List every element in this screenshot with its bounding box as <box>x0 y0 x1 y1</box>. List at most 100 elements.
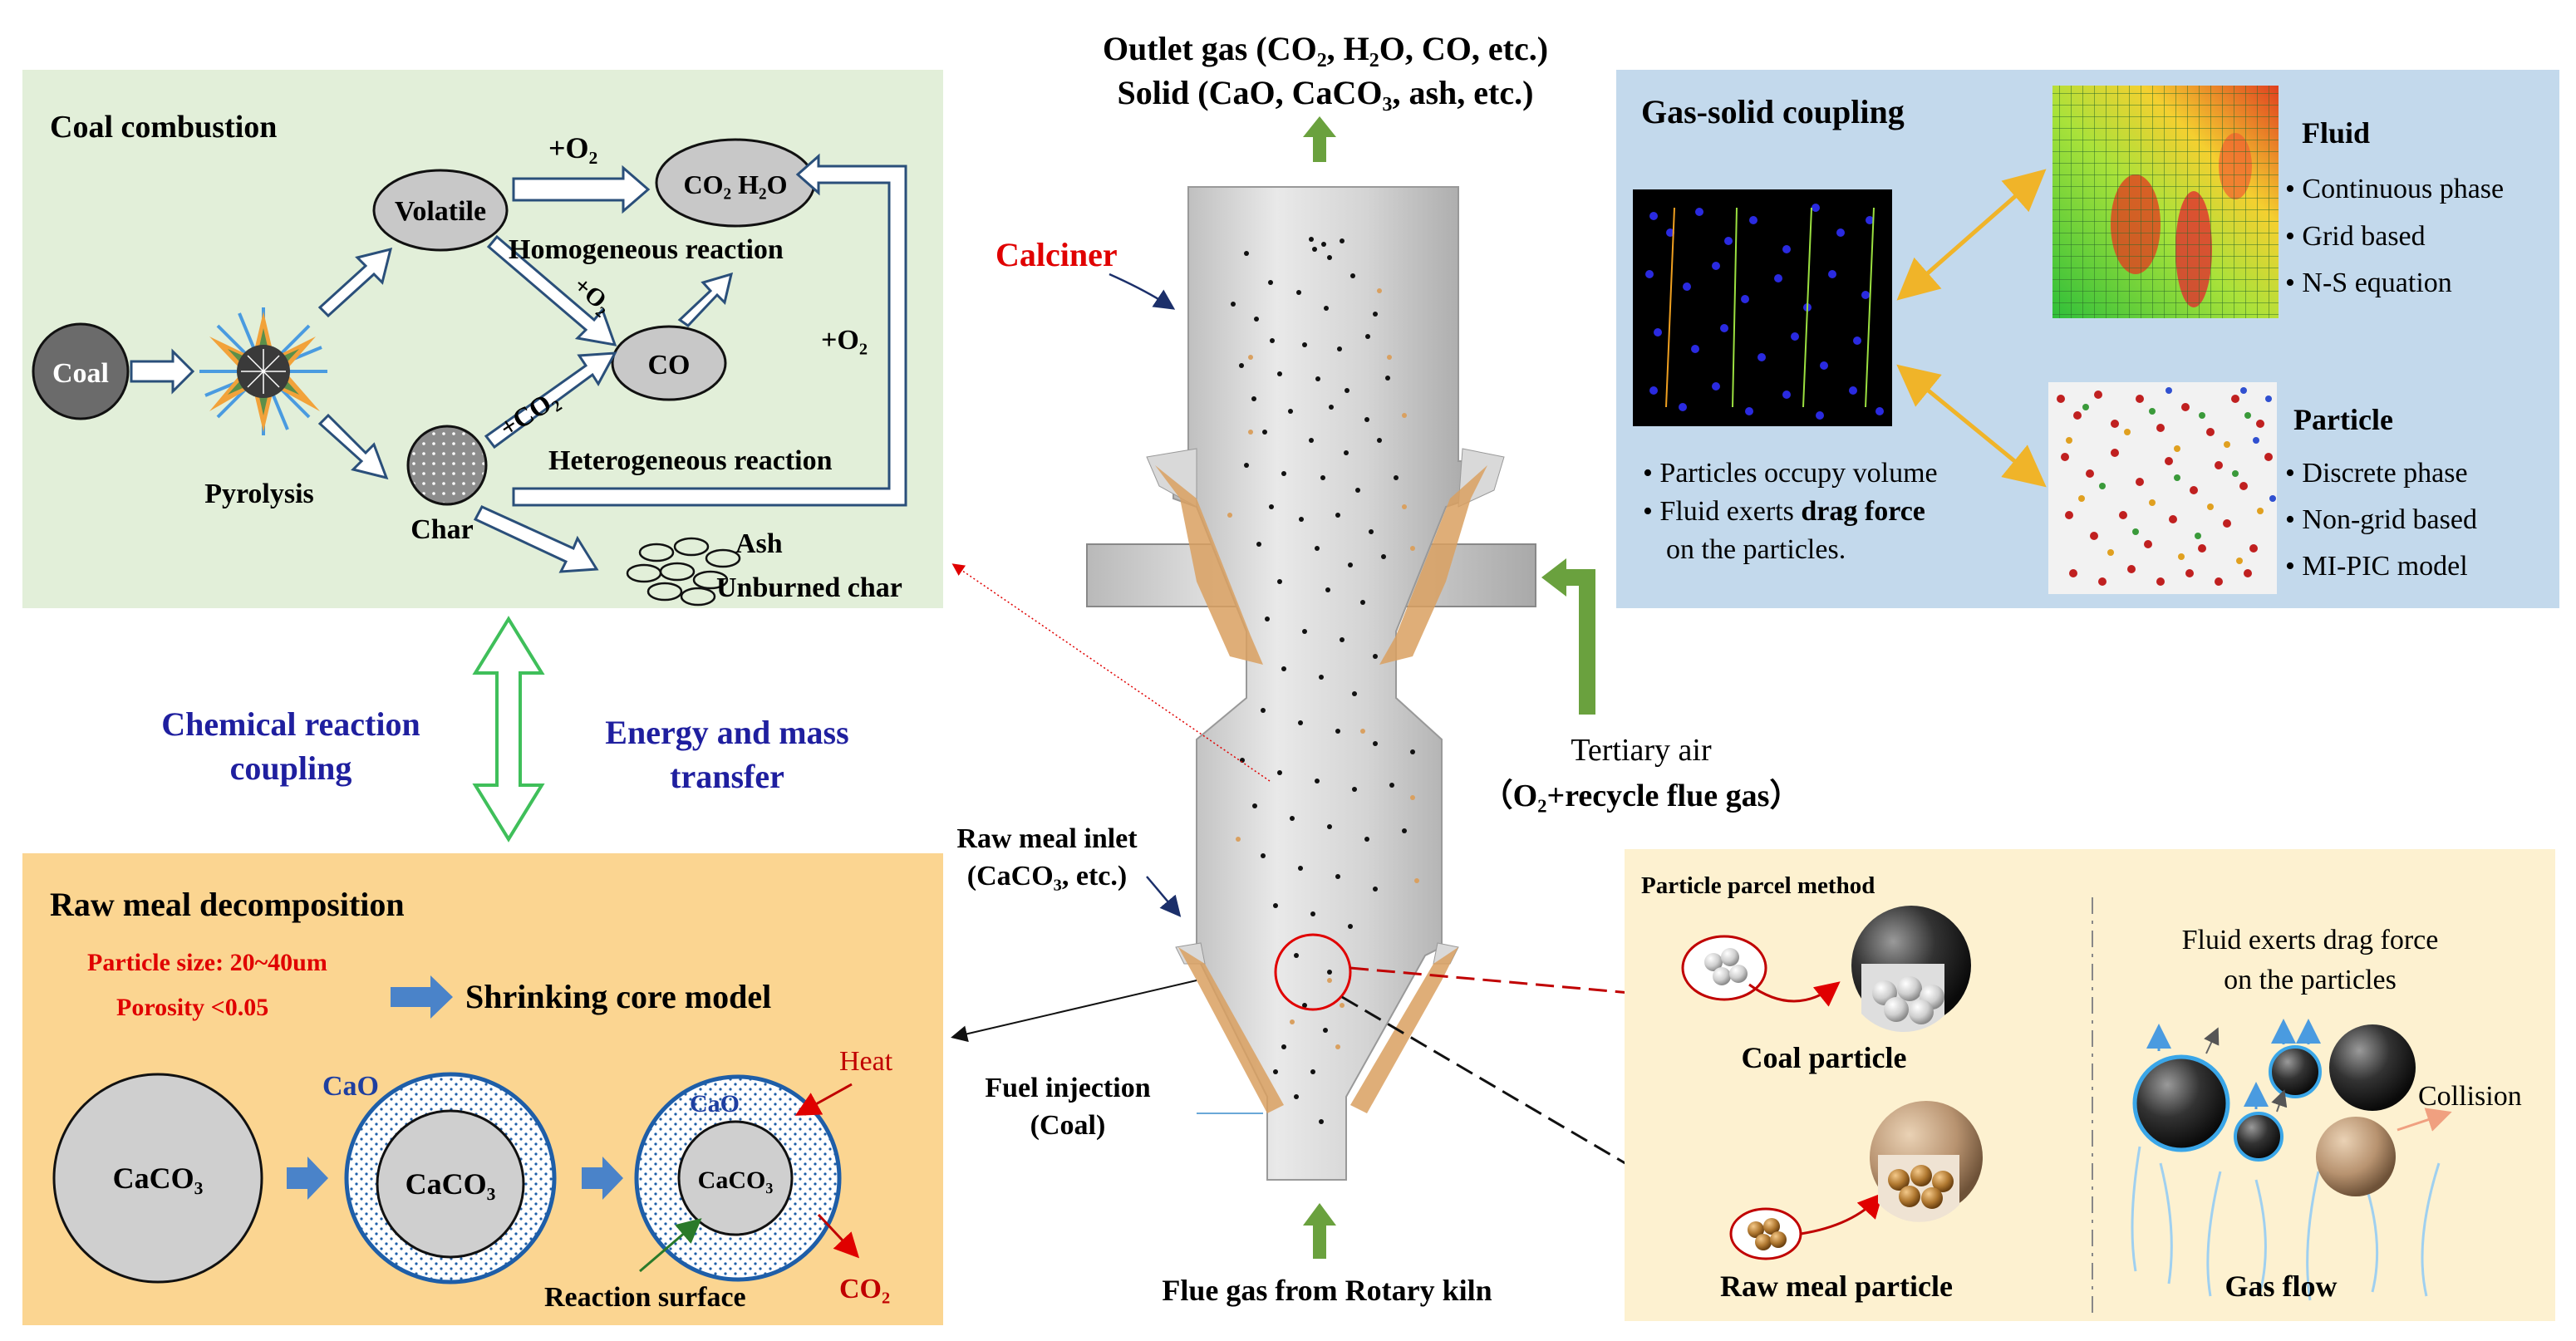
co-label: CO <box>648 350 691 381</box>
raw-meal-inlet-line1: Raw meal inlet <box>956 823 1138 854</box>
coal-label: Coal <box>52 358 109 389</box>
arrow-char-to-co <box>484 351 617 449</box>
homogeneous-label: Homogeneous reaction <box>509 234 784 265</box>
reaction-surface-label: Reaction surface <box>544 1282 746 1313</box>
flow-field-image <box>1633 189 1892 426</box>
coal-combustion-panel: Coal combustion Coal Pyrolysis <box>22 70 943 608</box>
arrow-co-to-co2 <box>677 272 734 327</box>
porosity-label: Porosity <0.05 <box>116 994 268 1021</box>
coal-particles-scatter <box>1231 237 1415 1124</box>
black-particle-small-icon <box>2234 1112 2283 1162</box>
o2-top-label: +O₂ <box>548 131 597 165</box>
outlet-arrow <box>1303 116 1336 162</box>
tertiary-air-label: Tertiary air <box>1571 733 1712 768</box>
coal-combustion-background <box>22 70 943 608</box>
fluid-item-2: • Grid based <box>2285 221 2426 252</box>
arrow-char-to-co2-loop <box>512 153 907 507</box>
raw-meal-particle-label: Raw meal particle <box>1720 1270 1953 1303</box>
arrow-stage-2 <box>582 1157 623 1200</box>
calciner-reactor: Outlet gas (CO₂, H₂O, CO, etc.) Solid (C… <box>951 30 1802 1307</box>
co2-h2o-label: CO₂ H₂O <box>684 169 788 199</box>
pyrolysis-label: Pyrolysis <box>204 479 314 509</box>
parcel-title: Particle parcel method <box>1641 872 1875 899</box>
coal-node <box>32 322 130 420</box>
heat-label: Heat <box>839 1046 893 1077</box>
gas-solid-title: Gas-solid coupling <box>1641 93 1905 130</box>
highlight-circle <box>1274 933 1352 1011</box>
reaction-surface-arrow <box>639 1218 702 1273</box>
particle-parcel-panel: Particle parcel method Coal particle <box>1625 849 2555 1321</box>
char-label: Char <box>410 514 474 545</box>
arrow-pyrolysis-to-char <box>317 413 389 480</box>
link-to-coal-parcel <box>1349 966 1682 1008</box>
arrow-coal-to-pyrolysis <box>130 348 195 395</box>
outlet-gas-label: Outlet gas (CO₂, H₂O, CO, etc.) <box>1103 30 1548 67</box>
link-to-raw-meal <box>951 980 1197 1043</box>
cao-label-2: CaO <box>322 1071 379 1102</box>
black-particle-large-icon <box>2132 1054 2230 1152</box>
tan-particle-icon <box>2316 1117 2396 1196</box>
co2-release-arrow <box>817 1213 860 1259</box>
raw-meal-parcel-bubble <box>1729 1207 1802 1260</box>
caco3-label-1: CaCO₃ <box>113 1162 204 1195</box>
drag-text-line2: on the particles <box>2224 965 2397 995</box>
flue-gas-arrow <box>1303 1203 1336 1259</box>
raw-meal-wall-left-upper <box>1155 465 1263 665</box>
arrow-volatile-to-co2 <box>512 165 651 214</box>
tertiary-air-arrow <box>1541 558 1595 715</box>
calciner-body <box>1172 186 1472 1181</box>
flue-gas-label: Flue gas from Rotary kiln <box>1162 1274 1492 1307</box>
link-to-coal-combustion <box>951 563 1271 782</box>
heterogeneous-label: Heterogeneous reaction <box>548 445 833 476</box>
gas-solid-note-2: • Fluid exerts drag force <box>1643 496 1925 527</box>
gas-solid-note-1: • Particles occupy volume <box>1643 458 1938 489</box>
caco3-core-stage-3 <box>677 1120 794 1236</box>
coal-parcel-arrow <box>1748 981 1841 1007</box>
ash-label: Ash <box>735 528 783 559</box>
fluid-title: Fluid <box>2302 116 2370 150</box>
raw-meal-panel: Raw meal decomposition Particle size: 20… <box>22 853 943 1325</box>
raw-meal-particle-icon <box>1870 1101 1983 1222</box>
fuel-injection-line2: (Coal) <box>1030 1110 1106 1141</box>
caco3-particle-initial <box>52 1073 263 1284</box>
calciner-label: Calciner <box>995 236 1118 273</box>
caco3-core-stage-2 <box>376 1109 525 1259</box>
black-particle-mid-icon <box>2269 1045 2322 1098</box>
raw-meal-parcel-arrow <box>1800 1192 1884 1235</box>
cao-label-3: CaO <box>690 1090 740 1118</box>
ash-particles-icon <box>626 537 741 607</box>
arrow-volatile-to-co <box>486 234 617 346</box>
gas-solid-note-3: on the particles. <box>1666 534 1846 565</box>
raw-meal-wall-right-lower <box>1350 947 1458 1113</box>
raw-meal-parcel-cluster-icon <box>1748 1218 1787 1250</box>
co-node <box>611 325 727 401</box>
o2-right-label: +O₂ <box>821 325 868 356</box>
unburned-char-label: Unburned char <box>716 572 902 603</box>
caco3-label-3: CaCO₃ <box>698 1167 774 1194</box>
particle-item-3: • MI-PIC model <box>2285 551 2468 582</box>
coupling-section: Chemical reaction coupling Energy and ma… <box>161 616 849 842</box>
calciner-pointer <box>1109 273 1176 310</box>
particle-item-1: • Discrete phase <box>2285 458 2468 489</box>
coal-parcel-cluster-icon <box>1704 948 1748 985</box>
energy-transfer-line1: Energy and mass <box>605 714 848 751</box>
raw-meal-wall-left-lower <box>1178 947 1284 1113</box>
particle-title: Particle <box>2293 403 2393 436</box>
tertiary-air-detail: （O₂+recycle flue gas） <box>1482 779 1802 813</box>
drag-force-arrows <box>2146 1019 2321 1109</box>
coal-particle-label: Coal particle <box>1742 1041 1907 1074</box>
raw-meal-particles-scatter <box>1227 288 1419 1049</box>
fluid-link-arrow <box>1896 169 2047 301</box>
gas-flow-label: Gas flow <box>2225 1270 2338 1303</box>
heat-arrow <box>794 1083 853 1116</box>
arrow-char-to-ash <box>473 505 599 573</box>
raw-meal-inlet-line2: (CaCO₃, etc.) <box>967 861 1127 892</box>
fluid-item-1: • Continuous phase <box>2285 174 2504 204</box>
particle-item-2: • Non-grid based <box>2285 504 2477 535</box>
link-to-raw-meal-parcel <box>1341 995 1729 1225</box>
raw-meal-inlet-pointer <box>1146 876 1182 917</box>
volatile-node <box>372 169 509 252</box>
fluid-grid-image <box>2052 86 2279 318</box>
caco3-label-2: CaCO₃ <box>406 1167 496 1201</box>
